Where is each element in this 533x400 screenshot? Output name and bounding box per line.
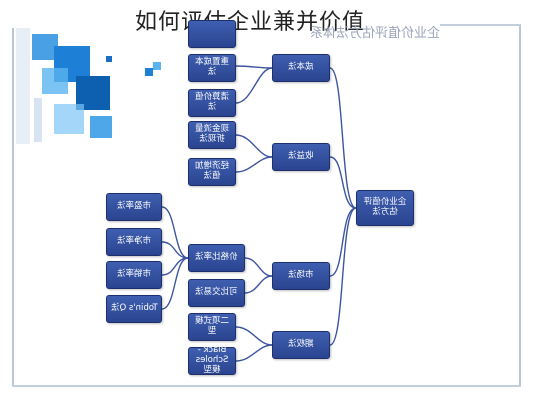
frame-right-line [519,24,521,386]
node-eva: 经济增加值法 [188,158,236,186]
node-pb-ratio: 市净率法 [106,228,162,256]
node-liquidation-value: 清算价值法 [188,89,236,117]
node-binomial-model: 二项式模型 [188,313,236,341]
decorative-cubes-graphic [16,28,112,144]
node-market-approach: 市场法 [272,262,330,290]
page-title: 如何评估企业兼并价值 [135,10,366,35]
frame-bottom-line [12,385,521,387]
node-replacement-cost: 重置成本法 [188,54,236,82]
node-comparable-multiple: 价格比率法 [188,244,245,272]
node-ps-ratio: 市销率法 [106,261,162,289]
node-comparable-transaction: 可比交易法 [188,279,245,307]
node-pe-ratio: 市盈率法 [106,193,162,221]
node-option-approach: 期权法 [272,331,330,359]
frame-top-line [440,24,521,26]
node-replacement-cost [188,20,236,48]
frame-left-line [12,28,14,386]
small-cube-icon [145,62,161,76]
node-cost-approach: 成本法 [272,54,330,82]
node-income-approach: 收益法 [272,143,330,171]
node-black-scholes: Black - Scholes 模型 [188,345,236,375]
node-root-valuation-methods: 企业价值评估方法 [356,190,414,226]
node-tobin-q: Tobin's Q法 [106,295,162,323]
node-dcf: 现金流量折现法 [188,121,236,149]
